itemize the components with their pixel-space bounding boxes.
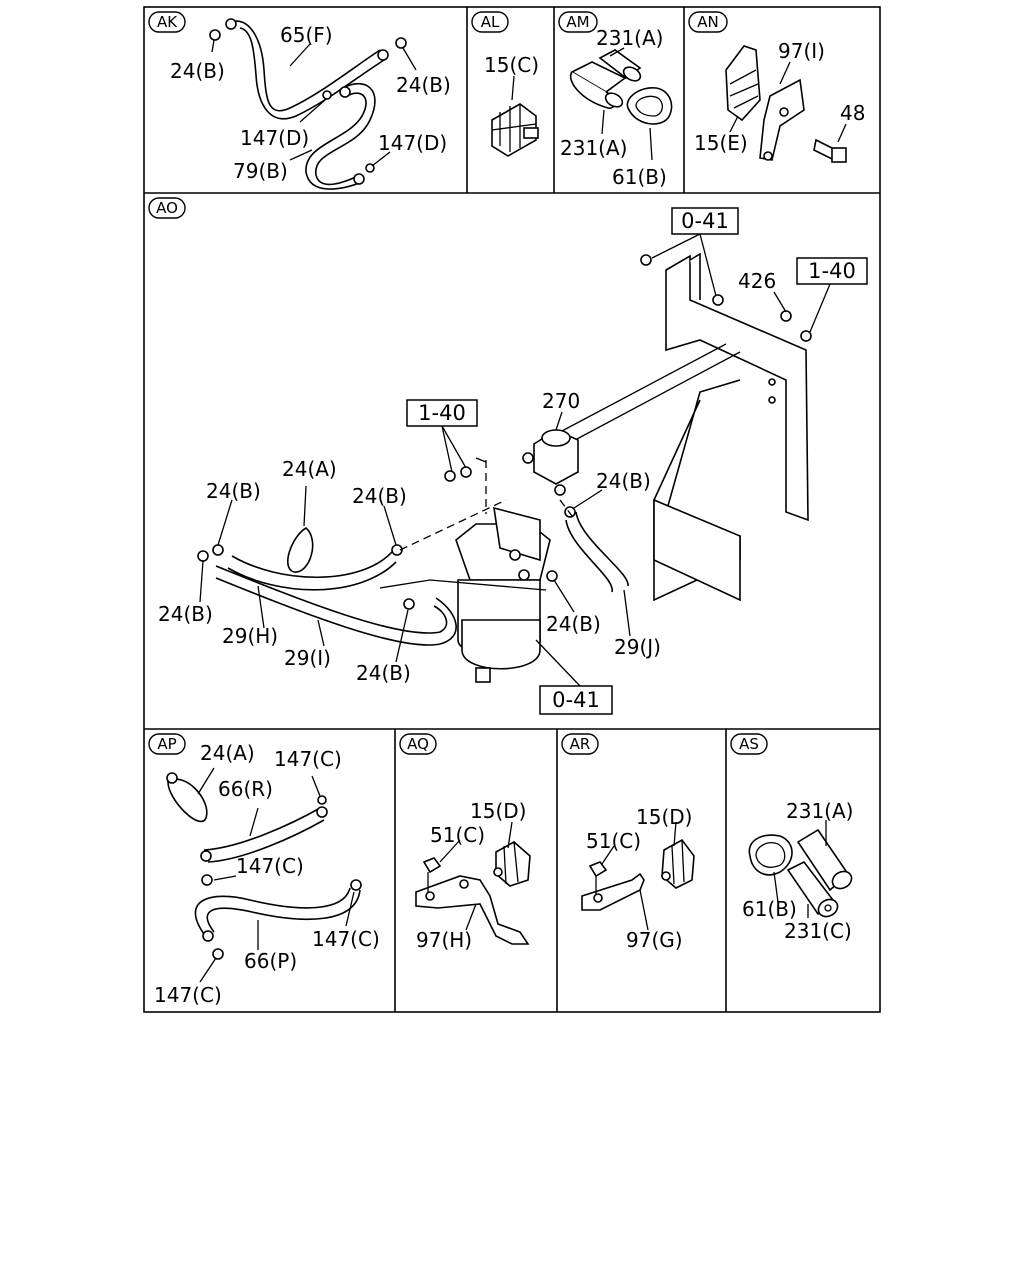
panel-tag-al-text: AL <box>481 13 500 31</box>
panel-frames <box>143 6 881 1013</box>
label-ap-147c-right: 147(C) <box>312 927 380 951</box>
label-ap-24a: 24(A) <box>200 741 255 765</box>
ref-text-1-40-right: 1-40 <box>808 259 856 283</box>
label-am-231a-lower: 231(A) <box>560 136 627 160</box>
panel-tag-ar-text: AR <box>570 735 591 753</box>
label-aq-15d: 15(D) <box>470 799 526 823</box>
panel-as-drawing: 231(A) 61(B) 231(C) <box>742 799 853 943</box>
panel-tags: AK AL AM AN AO AP AQ AR <box>148 11 768 755</box>
label-ak-24b-right: 24(B) <box>396 73 451 97</box>
panel-al-drawing: 15(C) <box>484 53 539 157</box>
label-ao-24a: 24(A) <box>282 457 337 481</box>
label-ao-270: 270 <box>542 389 580 413</box>
ref-box-1-40-left: 1-40 <box>406 399 478 427</box>
panel-tag-as-text: AS <box>739 735 759 753</box>
panel-tag-as: AS <box>730 733 768 755</box>
panel-tag-an: AN <box>688 11 728 33</box>
panel-tag-ap: AP <box>148 733 186 755</box>
label-ao-24b-lower-right: 24(B) <box>546 612 601 636</box>
panel-tag-ap-text: AP <box>157 735 176 753</box>
panel-aq-drawing: 15(D) 51(C) 97(H) <box>415 799 531 952</box>
panel-tag-ar: AR <box>561 733 599 755</box>
label-ao-24b-upper-right: 24(B) <box>596 469 651 493</box>
label-ar-15d: 15(D) <box>636 805 692 829</box>
label-ao-24b-lower-left: 24(B) <box>158 602 213 626</box>
label-am-61b: 61(B) <box>612 165 667 189</box>
panel-tag-ak: AK <box>148 11 186 33</box>
label-ao-24b-upper-left: 24(B) <box>206 479 261 503</box>
label-ap-147c-mid: 147(C) <box>236 854 304 878</box>
label-an-48: 48 <box>840 101 865 125</box>
label-ao-24b-upper-mid: 24(B) <box>352 484 407 508</box>
ref-box-0-41-top: 0-41 <box>671 207 739 235</box>
panel-an-drawing: 97(I) 48 15(E) <box>694 39 865 163</box>
panel-tag-aq: AQ <box>399 733 437 755</box>
panel-tag-ao-text: AO <box>156 199 178 217</box>
label-ap-66r: 66(R) <box>218 777 273 801</box>
label-ao-29h: 29(H) <box>222 624 278 648</box>
panel-ao-drawing: 0-41 1-40 1-40 0-41 42 <box>158 207 868 715</box>
panel-tag-am: AM <box>558 11 598 33</box>
label-ar-51c: 51(C) <box>586 829 641 853</box>
ref-text-0-41-bottom: 0-41 <box>552 688 600 712</box>
panel-tag-am-text: AM <box>566 13 589 31</box>
label-ao-29j: 29(J) <box>614 635 661 659</box>
ref-box-1-40-right: 1-40 <box>796 257 868 285</box>
label-as-231a: 231(A) <box>786 799 853 823</box>
panel-ap-drawing: 24(A) 147(C) 66(R) 147(C) 147(C) 66(P) 1… <box>154 741 380 1007</box>
label-ao-24b-bottom: 24(B) <box>356 661 411 685</box>
panel-tag-al: AL <box>471 11 509 33</box>
panel-ak-drawing: 65(F) 24(B) 24(B) 147(D) 147(D) 79(B) <box>170 18 451 190</box>
panel-tag-an-text: AN <box>697 13 718 31</box>
label-ak-65f: 65(F) <box>280 23 333 47</box>
label-an-15e: 15(E) <box>694 131 748 155</box>
label-ao-426: 426 <box>738 269 776 293</box>
label-ao-29i: 29(I) <box>284 646 331 670</box>
label-al-15c: 15(C) <box>484 53 539 77</box>
panel-tag-ak-text: AK <box>157 13 178 31</box>
panel-ar-drawing: 15(D) 51(C) 97(G) <box>581 805 695 952</box>
panel-tag-aq-text: AQ <box>407 735 429 753</box>
label-ap-147c-top: 147(C) <box>274 747 342 771</box>
label-ak-79b: 79(B) <box>233 159 288 183</box>
label-an-97i: 97(I) <box>778 39 825 63</box>
label-aq-97h: 97(H) <box>416 928 472 952</box>
panel-tag-ao: AO <box>148 197 186 219</box>
label-ak-147d-lower: 147(D) <box>378 131 447 155</box>
panel-am-drawing: 231(A) 231(A) 61(B) <box>560 26 673 189</box>
label-aq-51c: 51(C) <box>430 823 485 847</box>
label-ap-66p: 66(P) <box>244 949 297 973</box>
label-ar-97g: 97(G) <box>626 928 683 952</box>
label-as-231c: 231(C) <box>784 919 852 943</box>
label-ak-24b-left: 24(B) <box>170 59 225 83</box>
label-ak-147d-upper: 147(D) <box>240 126 309 150</box>
ref-text-1-40-left: 1-40 <box>418 401 466 425</box>
label-ap-147c-bottom: 147(C) <box>154 983 222 1007</box>
label-as-61b: 61(B) <box>742 897 797 921</box>
label-am-231a-upper: 231(A) <box>596 26 663 50</box>
ref-box-0-41-bottom: 0-41 <box>539 685 613 715</box>
ref-text-0-41-top: 0-41 <box>681 209 729 233</box>
